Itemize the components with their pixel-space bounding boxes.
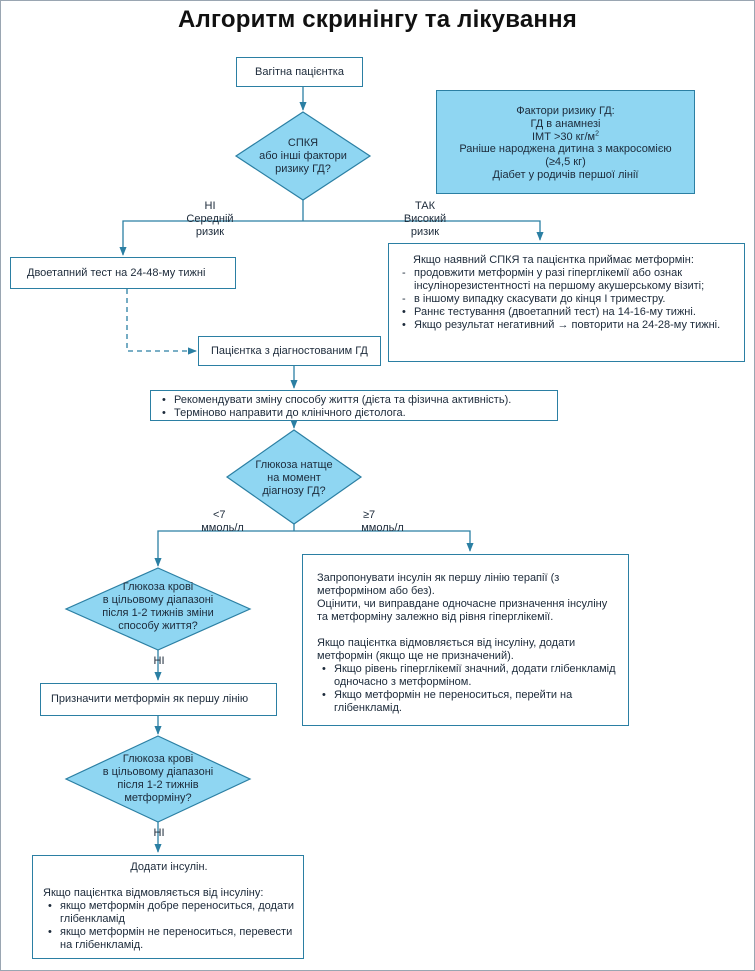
decision-pcos-line1: СПКЯ bbox=[287, 137, 319, 149]
node-pregnant-label: Вагітна пацієнтка bbox=[255, 65, 344, 78]
lifestyle-item-1: Рекомендувати зміну способу життя (дієта… bbox=[162, 394, 551, 407]
node-lifestyle-advice: Рекомендувати зміну способу життя (дієта… bbox=[150, 390, 558, 421]
metformin-item-4-text: Якщо результат негативний → повторити на… bbox=[414, 319, 721, 331]
metformin-item-3-text: Раннє тестування (двоетапний тест) на 14… bbox=[414, 306, 696, 318]
decision-fasting-line3: діагнозу ГД? bbox=[262, 485, 326, 497]
branch-no-line2: Середній bbox=[186, 213, 234, 225]
metformin-intro: Якщо наявний СПКЯ та пацієнтка приймає м… bbox=[413, 254, 694, 266]
branch-lt7-unit: ммоль/л bbox=[201, 522, 244, 534]
insulin-item-2-text: Якщо метформін не переноситься, перейти … bbox=[334, 689, 573, 714]
branch-yes-line2: Високий bbox=[403, 213, 447, 225]
bmi-superscript: 2 bbox=[595, 129, 600, 137]
branch-yes-label: ТАК Високий ризик bbox=[385, 200, 465, 239]
node-pregnant-patient: Вагітна пацієнтка bbox=[236, 57, 363, 87]
decision-fasting-line2: на момент bbox=[267, 472, 321, 484]
decision-lifestyle-line2: в цільовому діапазоні bbox=[102, 594, 214, 606]
node-add-insulin: Додати інсулін. Якщо пацієнтка відмовляє… bbox=[32, 855, 304, 959]
decision-metformin-line1: Глюкоза крові bbox=[122, 753, 194, 765]
insulin-item-1: Якщо рівень гіперглікемії значний, додат… bbox=[322, 663, 618, 689]
branch-no-line3: ризик bbox=[195, 226, 225, 238]
decision-metformin-line4: метформіну? bbox=[124, 792, 192, 804]
node-diagnosed-gd: Пацієнтка з діагностованим ГД bbox=[198, 336, 381, 366]
decision-diamond-lifestyle bbox=[64, 567, 252, 651]
add-insulin-item-1-text: якщо метформін добре переноситься, додат… bbox=[60, 900, 295, 925]
risk-factor-3: Раніше народжена дитина з макросомією bbox=[459, 143, 672, 156]
decision-metformin-line2: в цільовому діапазоні bbox=[102, 766, 214, 778]
decision-diamond-fasting-glucose bbox=[225, 429, 363, 525]
metformin-item-2-text: в іншому випадку скасувати до кінця І тр… bbox=[414, 293, 666, 305]
insulin-p3: Якщо пацієнтка відмовляється від інсулін… bbox=[317, 637, 576, 662]
metformin-first-label: Призначити метформін як першу лінію bbox=[51, 693, 249, 705]
node-metformin-first-line: Призначити метформін як першу лінію bbox=[40, 683, 277, 716]
decision-diamond-pcos bbox=[234, 111, 372, 201]
decision-lifestyle-text: Глюкоза крові в цільовому діапазоні післ… bbox=[80, 581, 236, 633]
no-label-1: НІ bbox=[153, 655, 165, 667]
branch-ge7-value: ≥7 bbox=[363, 509, 376, 521]
risk-factor-4: Діабет у родичів першої лінії bbox=[492, 168, 639, 181]
lifestyle-item-1-text: Рекомендувати зміну способу життя (дієта… bbox=[174, 394, 512, 406]
no-label-2: НІ bbox=[153, 827, 165, 839]
diagnosed-label: Пацієнтка з діагностованим ГД bbox=[211, 344, 368, 357]
branch-no-line1: НІ bbox=[204, 200, 216, 212]
metformin-item-1: продовжити метформін у разі гіперглікемі… bbox=[402, 267, 736, 293]
insulin-item-1-text: Якщо рівень гіперглікемії значний, додат… bbox=[334, 663, 616, 688]
branch-no-label: НІ Середній ризик bbox=[170, 200, 250, 239]
lifestyle-item-2-text: Терміново направити до клінічного дієтол… bbox=[174, 407, 406, 419]
decision-lifestyle-line4: способу життя? bbox=[118, 620, 198, 632]
node-two-step-test: Двоетапний тест на 24-48-му тижні bbox=[10, 257, 236, 289]
decision-fasting-text: Глюкоза натще на момент діагнозу ГД? bbox=[227, 459, 361, 498]
decision-pcos-line2: або інші фактори bbox=[259, 150, 347, 162]
risk-factors-box: Фактори ризику ГД: ГД в анамнезі ІМТ >30… bbox=[436, 90, 695, 194]
insulin-list: Якщо рівень гіперглікемії значний, додат… bbox=[317, 663, 618, 715]
add-insulin-item-1: якщо метформін добре переноситься, додат… bbox=[48, 900, 295, 926]
decision-lifestyle-line3: після 1-2 тижнів зміни bbox=[102, 607, 214, 619]
branch-ge7-label: ≥7 ммоль/л bbox=[345, 509, 420, 535]
lifestyle-list: Рекомендувати зміну способу життя (дієта… bbox=[157, 394, 551, 420]
insulin-item-2: Якщо метформін не переноситься, перейти … bbox=[322, 689, 618, 715]
branch-yes-line1: ТАК bbox=[414, 200, 436, 212]
decision-metformin-text: Глюкоза крові в цільовому діапазоні післ… bbox=[80, 753, 236, 805]
page-title: Алгоритм скринінгу та лікування bbox=[178, 6, 577, 33]
insulin-p2: Оцінити, чи виправдане одночасне признач… bbox=[317, 598, 608, 623]
insulin-p1: Запропонувати інсулін як першу лінію тер… bbox=[317, 572, 560, 597]
lifestyle-item-2: Терміново направити до клінічного дієтол… bbox=[162, 407, 551, 420]
risk-factors-title: Фактори ризику ГД: bbox=[516, 105, 615, 117]
add-insulin-title: Додати інсулін. bbox=[130, 861, 208, 873]
decision-fasting-line1: Глюкоза натще bbox=[255, 459, 333, 471]
decision-metformin-line3: після 1-2 тижнів bbox=[117, 779, 199, 791]
metformin-item-3: Раннє тестування (двоетапний тест) на 14… bbox=[402, 306, 736, 319]
decision-pcos-text: СПКЯ або інші фактори ризику ГД? bbox=[236, 137, 370, 176]
decision-lifestyle-line1: Глюкоза крові bbox=[122, 581, 194, 593]
branch-yes-line3: ризик bbox=[410, 226, 440, 238]
add-insulin-item-2-text: якщо метформін не переноситься, перевест… bbox=[60, 926, 293, 951]
metformin-list: продовжити метформін у разі гіперглікемі… bbox=[397, 267, 736, 332]
two-step-test-label: Двоетапний тест на 24-48-му тижні bbox=[27, 266, 206, 279]
add-insulin-intro: Якщо пацієнтка відмовляється від інсулін… bbox=[43, 887, 264, 899]
risk-factor-2: ІМТ >30 кг/м2 bbox=[437, 129, 694, 144]
metformin-item-2: в іншому випадку скасувати до кінця І тр… bbox=[402, 293, 736, 306]
add-insulin-item-2: якщо метформін не переноситься, перевест… bbox=[48, 926, 295, 952]
insulin-first-line-box: Запропонувати інсулін як першу лінію тер… bbox=[302, 554, 629, 726]
decision-diamond-metformin bbox=[64, 735, 252, 823]
risk-factor-3b: (≥4,5 кг) bbox=[545, 156, 586, 169]
risk-factor-2-text: ІМТ >30 кг/м bbox=[531, 130, 596, 143]
decision-pcos-line3: ризику ГД? bbox=[275, 163, 331, 175]
branch-ge7-unit: ммоль/л bbox=[361, 522, 404, 534]
metformin-item-4: Якщо результат негативний → повторити на… bbox=[402, 319, 736, 332]
branch-lt7-label: <7 ммоль/л bbox=[185, 509, 260, 535]
risk-factor-1: ГД в анамнезі bbox=[530, 117, 601, 130]
branch-lt7-value: <7 bbox=[213, 509, 226, 521]
metformin-item-1-text: продовжити метформін у разі гіперглікемі… bbox=[414, 267, 705, 292]
add-insulin-list: якщо метформін добре переноситься, додат… bbox=[43, 900, 295, 952]
metformin-instructions-box: Якщо наявний СПКЯ та пацієнтка приймає м… bbox=[388, 243, 745, 362]
